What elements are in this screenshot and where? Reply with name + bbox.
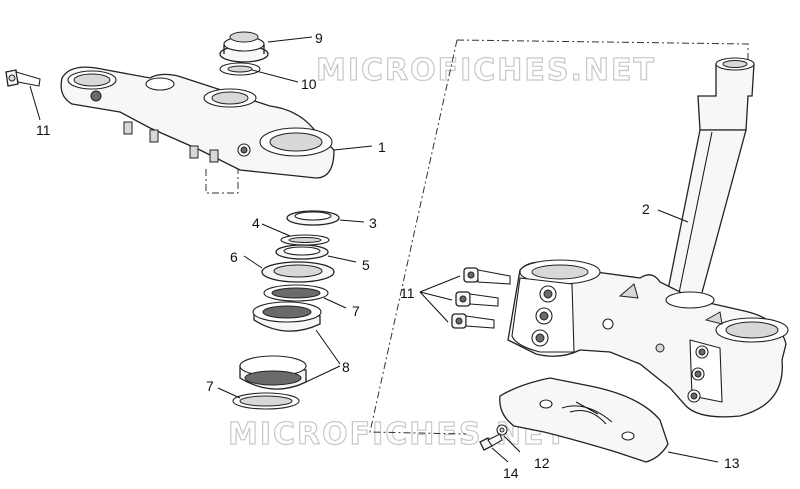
ring-nut-3 (286, 210, 340, 226)
ring-5 (275, 244, 329, 260)
leader-9 (267, 36, 313, 43)
leader-11-right (419, 275, 461, 323)
leader-8 (305, 329, 341, 383)
bolt-11-right-1 (463, 267, 511, 285)
bolt-11-right-2 (455, 291, 499, 307)
leader-12 (503, 435, 521, 453)
leader-10 (251, 69, 299, 83)
bolt-11-right-3 (451, 313, 495, 329)
bearing-8-lower (239, 355, 307, 390)
seal-ring-7-upper (263, 284, 329, 302)
leader-11-left (29, 85, 41, 121)
callout-6: 6 (230, 249, 238, 265)
guide-line-upper (205, 152, 239, 194)
screw-14 (479, 433, 503, 451)
leader-7-upper (323, 297, 347, 309)
leader-14 (491, 447, 509, 463)
guide-line-top (456, 39, 749, 60)
callout-7-lower: 7 (206, 378, 214, 394)
callout-12: 12 (534, 455, 550, 471)
leader-7-lower (217, 387, 241, 399)
leader-3 (339, 219, 365, 223)
callout-4: 4 (252, 215, 260, 231)
leader-5 (327, 255, 357, 263)
leader-6 (243, 255, 263, 269)
bolt-11-left (5, 69, 41, 87)
watermark-top: MICROFICHES.NET (316, 53, 656, 88)
callout-14: 14 (503, 465, 519, 481)
washer-12 (496, 424, 508, 436)
callout-3: 3 (369, 215, 377, 231)
upper-triple-clamp-1 (60, 66, 335, 179)
guide-line-left (369, 39, 467, 435)
lock-ring-4 (280, 234, 330, 246)
callout-2: 2 (642, 201, 650, 217)
bearing-8-upper (252, 301, 322, 332)
leader-1 (333, 145, 373, 151)
callout-10: 10 (301, 76, 317, 92)
leader-2 (657, 209, 689, 223)
callout-7-upper: 7 (352, 303, 360, 319)
callout-13: 13 (724, 455, 740, 471)
cover-plate-13 (499, 377, 669, 463)
steering-stem-2 (665, 57, 755, 301)
eagle-emblem-icon (561, 401, 613, 425)
dust-seal-6 (261, 261, 335, 283)
callout-11-left: 11 (36, 122, 51, 138)
leader-4 (261, 223, 291, 237)
leader-13 (667, 451, 719, 463)
washer-10 (219, 62, 261, 76)
lower-triple-clamp (507, 259, 789, 418)
callout-8: 8 (342, 359, 350, 375)
callout-11-right: 11 (400, 285, 415, 301)
callout-5: 5 (362, 257, 370, 273)
seal-ring-7-lower (232, 392, 300, 410)
callout-9: 9 (315, 30, 323, 46)
callout-1: 1 (378, 139, 386, 155)
steering-nut-9 (219, 31, 269, 63)
